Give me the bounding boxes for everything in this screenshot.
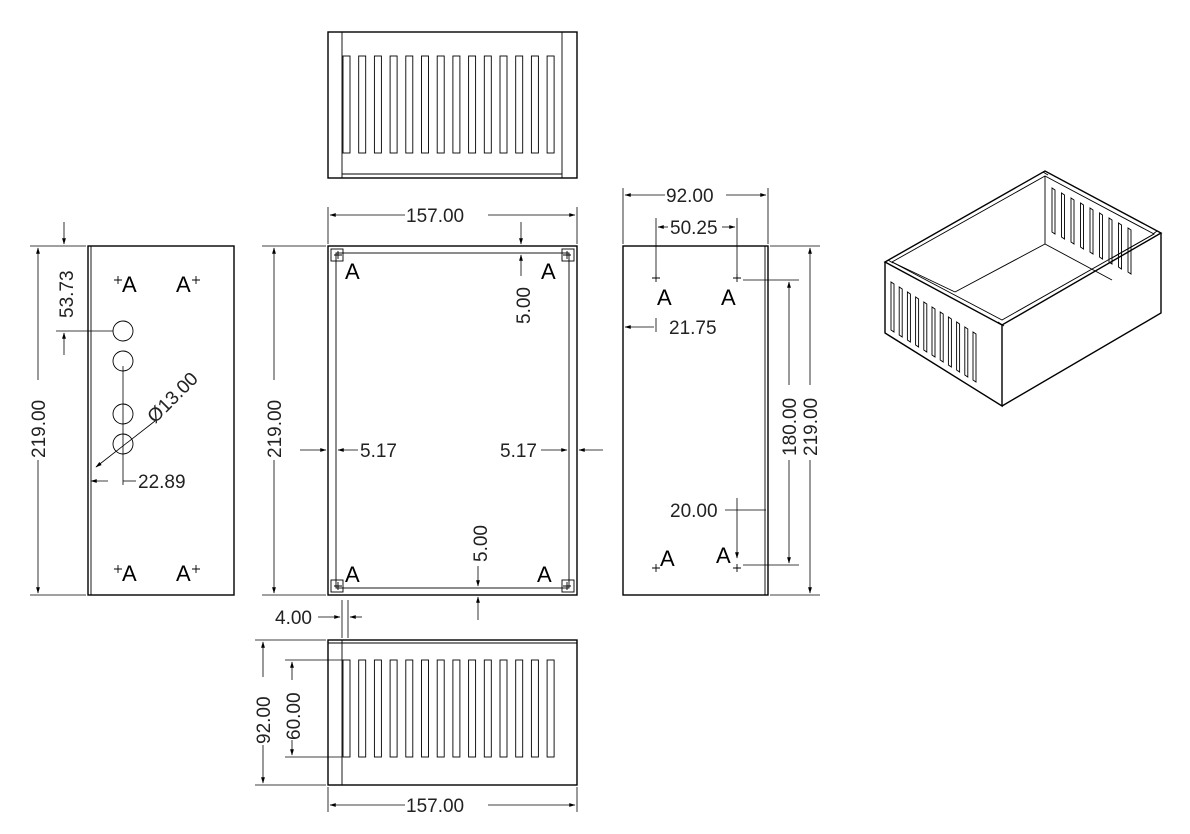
right-hole-label-bl: A [660, 546, 675, 571]
dim-right-side-offset: 21.75 [669, 318, 717, 339]
front-hole-label-br: A [537, 562, 552, 587]
front-view: A A A A 157.00 219.00 5.00 5.00 5.17 5.1… [262, 206, 603, 620]
vent-slot [468, 659, 477, 758]
vent-slot [890, 281, 895, 333]
dim-right-bottom-offset: 20.00 [670, 501, 718, 522]
vent-slot [546, 55, 555, 154]
vent-slot [468, 55, 477, 154]
vent-slot [483, 659, 492, 758]
vent-slot [964, 326, 969, 378]
top-view [327, 31, 578, 179]
vent-slot [546, 659, 555, 758]
left-hole-label-bl: A [122, 561, 137, 586]
vent-slot [972, 331, 977, 383]
vent-slot [956, 321, 961, 373]
dim-right-width: 92.00 [666, 186, 714, 207]
dim-front-top-offset: 5.00 [514, 287, 535, 324]
vent-slot [421, 55, 429, 154]
vent-slot [405, 659, 414, 758]
vent-slot [405, 55, 414, 154]
dim-right-height: 219.00 [801, 398, 822, 456]
left-hole-label-br: A [176, 561, 191, 586]
dim-left-height: 219.00 [29, 400, 50, 458]
dim-front-height: 219.00 [265, 400, 286, 458]
vent-slot [1089, 207, 1094, 255]
vent-slot [358, 659, 367, 758]
dim-bottom-width: 157.00 [406, 796, 464, 817]
vent-slot [1108, 217, 1113, 265]
vent-slot [421, 659, 429, 758]
vent-slot [436, 659, 445, 758]
vent-slot [452, 55, 461, 154]
vent-slot [1061, 192, 1065, 240]
vent-slot [1080, 202, 1084, 250]
vent-slot [931, 306, 936, 358]
dim-front-bottom-offset: 5.00 [471, 525, 492, 562]
vent-slot [483, 55, 492, 154]
isometric-vent-slots [890, 187, 1132, 383]
vent-slot [1127, 227, 1132, 275]
dim-front-left-offset: 5.17 [360, 441, 397, 462]
vent-slot [436, 55, 445, 154]
left-hole-label-tr: A [176, 272, 191, 297]
front-hole-label-bl: A [345, 562, 360, 587]
vent-slot [515, 55, 524, 154]
vent-slot [1099, 212, 1103, 260]
vent-slot [499, 659, 508, 758]
vent-slot [947, 316, 952, 368]
vent-slot [499, 55, 508, 154]
dim-right-inner-height: 180.00 [780, 398, 801, 456]
top-vent-slots [342, 55, 555, 154]
vent-slot [389, 55, 398, 154]
right-hole-label-br: A [716, 543, 731, 568]
bottom-vent-slots [342, 659, 555, 758]
dim-front-width: 157.00 [406, 206, 464, 227]
front-hole-label-tl: A [345, 259, 360, 284]
vent-slot [342, 659, 351, 758]
vent-slot [898, 286, 903, 338]
left-view: A A A A 219.00 53.73 Ø13.00 22.89 [29, 222, 235, 596]
front-hole-label-tr: A [541, 259, 556, 284]
vent-slot [939, 311, 944, 363]
vent-slot [530, 659, 539, 758]
vent-slot [342, 55, 351, 154]
dim-left-hole-x: 22.89 [138, 472, 186, 493]
right-hole-label-tr: A [721, 285, 736, 310]
vent-slot [452, 659, 461, 758]
vent-slot [389, 659, 398, 758]
vent-slot [1051, 187, 1056, 235]
left-hole-label-tl: A [122, 272, 137, 297]
dim-left-hole-diameter: Ø13.00 [144, 369, 203, 428]
dim-bottom-lip: 4.00 [275, 608, 312, 629]
vent-slot [530, 55, 539, 154]
vent-slot [515, 659, 524, 758]
isometric-view [883, 170, 1163, 408]
dim-bottom-height: 92.00 [254, 696, 275, 744]
vent-slot [358, 55, 367, 154]
right-view: A A A A 92.00 50.25 21.75 180.00 219.00 [622, 186, 822, 596]
vent-slot [373, 659, 382, 758]
bottom-view: 4.00 92.00 60.00 157.00 [254, 600, 578, 817]
vent-slot [1118, 222, 1122, 270]
vent-slot [915, 296, 920, 348]
dim-bottom-slot-height: 60.00 [284, 692, 305, 740]
dim-front-right-offset: 5.17 [500, 441, 537, 462]
vent-slot [923, 301, 928, 353]
vent-slot [373, 55, 382, 154]
right-hole-label-tl: A [657, 285, 672, 310]
vent-slot [906, 291, 911, 343]
dim-left-top-offset: 53.73 [57, 270, 78, 318]
vent-slot [1070, 197, 1075, 245]
dim-right-hole-span: 50.25 [670, 218, 718, 239]
